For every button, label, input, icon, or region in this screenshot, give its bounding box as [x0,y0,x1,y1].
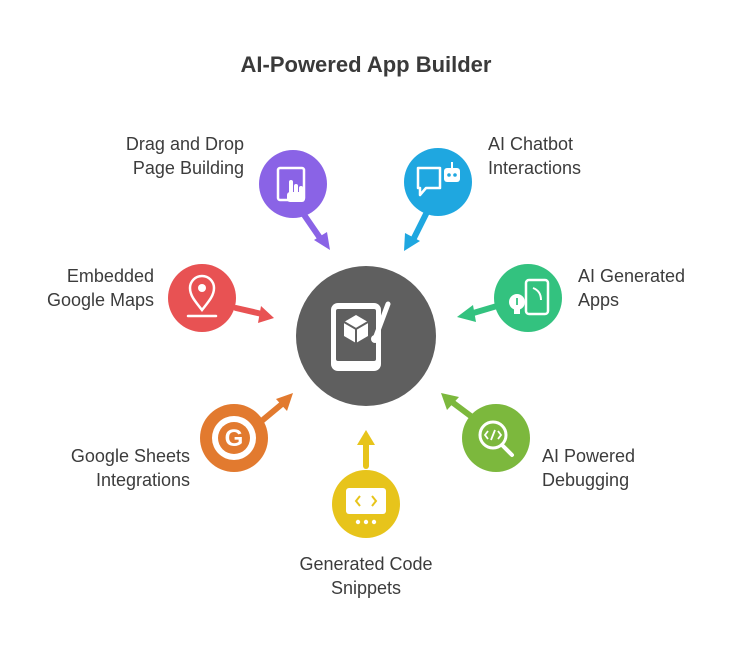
center-hub [296,266,436,406]
map-pin-icon [186,274,218,318]
node-ai-debugging [441,393,530,472]
google-icon: G [212,416,256,460]
page-title: AI-Powered App Builder [240,52,492,77]
code-snippet-icon [346,488,386,525]
chatbot-icon [416,162,460,197]
code-debug-icon [478,420,514,457]
node-ai-generated-apps [457,264,562,332]
svg-text:G: G [225,425,244,452]
mobile-app-builder-icon [331,301,391,371]
ai-apps-icon [509,278,550,316]
node-code-snippets [332,430,400,538]
node-google-maps [168,264,274,332]
drag-drop-hand-icon [276,166,306,202]
node-ai-chatbot [404,148,472,251]
node-drag-drop [259,150,330,250]
node-google-sheets: G [200,393,293,472]
